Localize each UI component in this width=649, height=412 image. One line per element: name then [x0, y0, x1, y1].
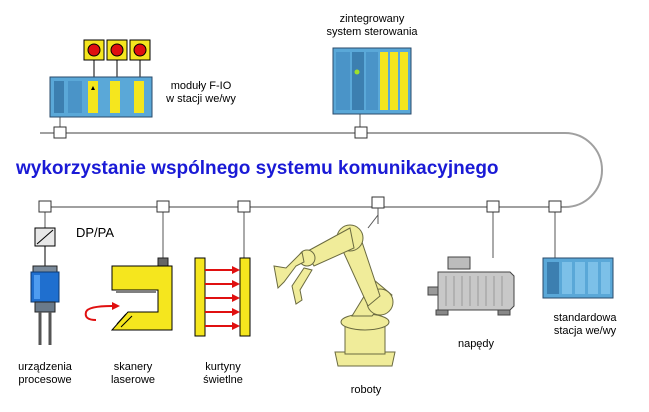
fio-modules-label-line1: moduły F-IO	[170, 80, 232, 92]
light-curtains-label-line1: kurtyny	[205, 361, 241, 373]
integrated-control-label-line1: zintegrowany	[339, 13, 405, 25]
laser-scanners-label-line2: laserowe	[110, 374, 156, 386]
process-devices-label-line1: urządzenia	[18, 361, 72, 373]
dp-pa-coupler-icon	[34, 227, 56, 266]
communication-bus	[40, 132, 603, 208]
bus-drop-lines	[44, 114, 556, 258]
laser-scanner-icon	[84, 257, 173, 331]
standard-io-label-line2: stacja we/wy	[553, 325, 617, 337]
robots-label: roboty	[350, 384, 382, 396]
industrial-robot-icon	[273, 208, 396, 367]
headline: wykorzystanie wspólnego systemu komunika…	[16, 158, 499, 179]
integrated-control-label-line2: system sterowania	[326, 26, 418, 38]
plc-rack-icon	[49, 76, 153, 118]
standard-io-label-line1: standardowa	[553, 312, 617, 324]
integrated-plc-rack-icon	[332, 47, 412, 115]
light-curtain-icon	[194, 257, 251, 337]
process-devices-label-line2: procesowe	[18, 374, 72, 386]
emergency-stop-icon	[83, 39, 151, 61]
laser-scanners-label-line1: skanery	[113, 361, 153, 373]
drives-label: napędy	[457, 338, 495, 350]
bus-connectors	[38, 126, 562, 213]
io-station-icon	[542, 257, 614, 299]
electric-motor-icon	[427, 256, 515, 316]
pressure-transmitter-icon	[30, 265, 60, 345]
fio-modules-label-line2: w stacji we/wy	[166, 93, 236, 105]
light-curtains-label-line2: świetlne	[203, 374, 243, 386]
dp-pa-label: DP/PA	[76, 225, 115, 240]
